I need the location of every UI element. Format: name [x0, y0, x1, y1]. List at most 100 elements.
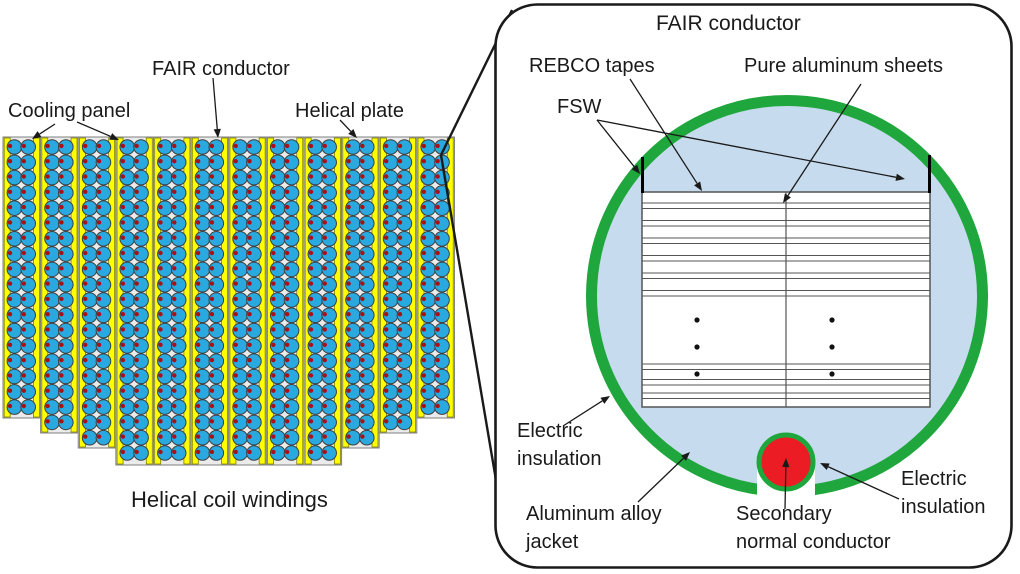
conductor-dot — [284, 342, 290, 347]
conductor-dot — [346, 204, 351, 210]
conductor-dot — [233, 403, 238, 409]
conductor-dot — [346, 434, 351, 439]
conductor-dot — [7, 388, 13, 393]
fair-conductor-circle — [396, 276, 413, 293]
conductor-dot — [172, 312, 177, 317]
fair-conductor-circle — [208, 261, 225, 278]
fair-conductor-circle — [396, 154, 413, 171]
conductor-dot — [7, 373, 13, 378]
fair-conductor-circle — [58, 307, 74, 324]
conductor-dot — [120, 296, 126, 302]
conductor-dot — [284, 312, 290, 317]
fair-conductor-circle — [133, 322, 149, 339]
fair-conductor-circle — [170, 368, 187, 385]
fair-conductor-circle — [246, 429, 262, 446]
conductor-dot — [209, 220, 215, 225]
conductor-dot — [172, 342, 177, 347]
conductor-dot — [271, 388, 276, 393]
fair-conductor-circle — [133, 445, 149, 461]
secondary-conductor-line1: Secondary — [736, 503, 832, 525]
conductor-dot — [384, 327, 389, 332]
conductor-dot — [346, 174, 351, 179]
fair-conductor-circle — [170, 200, 187, 216]
conductor-dot — [435, 174, 440, 179]
fair-conductor-circle — [58, 169, 74, 186]
conductor-dot — [158, 281, 163, 286]
conductor-dot — [397, 250, 403, 256]
conductor-dot — [158, 449, 163, 455]
conductor-dot — [284, 419, 290, 424]
fair-conductor-circle — [358, 154, 375, 171]
conductor-dot — [172, 327, 177, 332]
conductor-dot — [233, 220, 238, 225]
fair-conductor-circle — [434, 292, 450, 308]
helical-plate — [79, 137, 86, 448]
conductor-dot — [96, 342, 102, 347]
fair-conductor-circle — [208, 292, 225, 308]
conductor-dot — [45, 143, 50, 149]
conductor-dot — [209, 281, 215, 286]
conductor-dot — [308, 204, 314, 210]
conductor-dot — [96, 403, 102, 409]
fair-conductor-circle — [20, 399, 37, 415]
conductor-dot — [7, 235, 13, 240]
conductor-dot — [397, 403, 403, 409]
conductor-dot — [45, 312, 50, 317]
fair-conductor-circle — [95, 185, 112, 201]
conductor-dot — [21, 220, 26, 225]
conductor-dot — [59, 342, 64, 347]
conductor-dot — [96, 220, 102, 225]
conductor-dot — [233, 312, 238, 317]
conductor-dot — [59, 250, 64, 256]
conductor-dot — [83, 327, 88, 332]
conductor-dot — [158, 174, 163, 179]
conductor-dot — [271, 357, 276, 363]
conductor-dot — [7, 342, 13, 347]
fair-conductor-circle — [396, 185, 413, 201]
fair-conductor-circle — [95, 154, 112, 171]
conductor-dot — [346, 235, 351, 240]
conductor-dot — [322, 250, 327, 256]
conductor-dot — [308, 235, 314, 240]
conductor-dot — [120, 174, 126, 179]
ellipsis-dot — [694, 317, 700, 323]
fair-conductor-circle — [358, 384, 375, 400]
conductor-dot — [271, 419, 276, 424]
conductor-dot — [360, 296, 365, 302]
fair-conductor-circle — [246, 154, 262, 171]
conductor-dot — [59, 403, 64, 409]
conductor-dot — [172, 266, 177, 271]
conductor-dot — [209, 174, 215, 179]
fair-conductor-circle — [434, 338, 450, 354]
fair-conductor-circle — [358, 261, 375, 278]
fair-conductor-circle — [208, 399, 225, 415]
fair-conductor-circle — [133, 399, 149, 415]
winding-panel — [303, 136, 343, 466]
conductor-dot — [120, 281, 126, 286]
fair-conductor-circle — [95, 307, 112, 324]
conductor-dot — [284, 143, 290, 149]
fair-conductor-circle — [58, 200, 74, 216]
fair-conductor-circle — [321, 429, 337, 446]
conductor-dot — [21, 159, 26, 164]
conductor-dot — [346, 250, 351, 256]
conductor-dot — [120, 159, 126, 164]
conductor-dot — [83, 281, 88, 286]
conductor-dot — [233, 204, 238, 210]
conductor-dot — [59, 327, 64, 332]
conductor-dot — [45, 296, 50, 302]
conductor-dot — [195, 174, 201, 179]
helical-coil-windings-caption: Helical coil windings — [131, 487, 328, 512]
conductor-dot — [360, 250, 365, 256]
fair-conductor-circle — [283, 139, 300, 155]
fair-conductor-circle — [321, 185, 337, 201]
conductor-dot — [195, 204, 201, 210]
conductor-dot — [120, 327, 126, 332]
conductor-dot — [346, 159, 351, 164]
ellipsis-dot — [829, 371, 835, 377]
fair-conductor-circle — [133, 169, 149, 186]
conductor-dot — [233, 281, 238, 286]
conductor-dot — [421, 220, 427, 225]
conductor-dot — [322, 159, 327, 164]
conductor-dot — [233, 327, 238, 332]
